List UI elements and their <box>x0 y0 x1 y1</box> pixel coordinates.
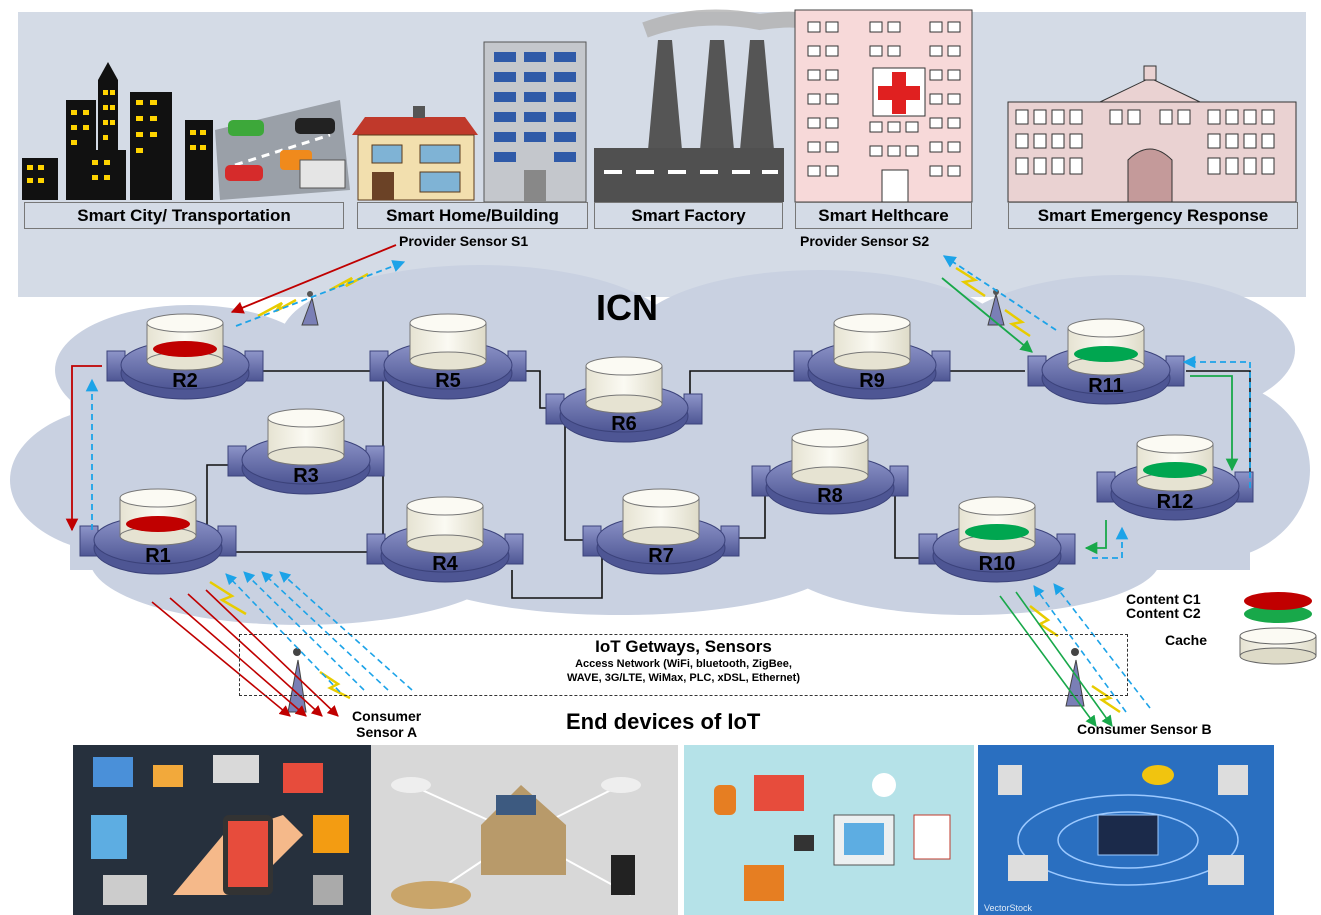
vectorstock-watermark: VectorStock <box>984 903 1033 913</box>
consumer-b-wireless <box>999 583 1151 727</box>
domain-smart-home: Smart Home/Building <box>357 202 588 229</box>
router-r9: R9 <box>793 313 951 400</box>
provider-s2-wireless <box>941 255 1057 353</box>
cached-content-c2 <box>1143 462 1207 478</box>
router-r6: R6 <box>545 356 703 443</box>
router-label: R12 <box>1157 491 1194 513</box>
legend-cache: Cache <box>1165 632 1208 648</box>
link-r6-r7 <box>564 408 590 541</box>
router-label: R4 <box>432 553 458 575</box>
gateway-title: IoT Getways, Sensors <box>595 637 772 656</box>
gateway-access-line2: WAVE, 3G/LTE, WiMax, PLC, xDSL, Ethernet… <box>567 672 800 684</box>
router-r11: R11 <box>1027 318 1185 405</box>
router-r2: R2 <box>106 313 264 400</box>
router-label: R9 <box>859 370 885 392</box>
legend-content-c2: Content C2 <box>1126 605 1201 621</box>
router-label: R6 <box>611 413 637 435</box>
router-r4: R4 <box>366 496 524 583</box>
icn-title: ICN <box>596 287 658 328</box>
link-r4-r7 <box>511 540 603 599</box>
iot-devices-photo-2 <box>371 745 678 915</box>
cached-content-c2 <box>1074 346 1138 362</box>
smart-building-illustration <box>483 41 587 203</box>
provider-sensor-s2-label: Provider Sensor S2 <box>800 233 930 249</box>
router-r3: R3 <box>227 408 385 495</box>
smart-city-illustration <box>22 62 350 200</box>
link-r7-r8 <box>738 490 766 539</box>
router-label: R10 <box>979 553 1016 575</box>
end-devices-title: End devices of IoT <box>566 709 761 734</box>
cached-content-c2 <box>965 524 1029 540</box>
router-r12: R12 <box>1096 434 1254 521</box>
link-r8-r10 <box>894 496 925 559</box>
gateway-access-line1: Access Network (WiFi, bluetooth, ZigBee, <box>575 658 792 670</box>
provider-s1-wireless <box>230 244 406 327</box>
router-label: R8 <box>817 485 843 507</box>
router-label: R2 <box>172 370 198 392</box>
cached-content-c1 <box>153 341 217 357</box>
router-label: R11 <box>1088 375 1124 397</box>
smart-emergency-illustration <box>1007 65 1297 203</box>
router-r7: R7 <box>582 488 740 575</box>
domain-smart-factory: Smart Factory <box>594 202 783 229</box>
router-r5: R5 <box>369 313 527 400</box>
legend-content-c1: Content C1 <box>1126 591 1201 607</box>
link-r11-r12 <box>1186 370 1251 488</box>
iot-devices-photo-1 <box>73 745 371 915</box>
consumer-sensor-b-label: Consumer Sensor B <box>1077 721 1212 737</box>
router-label: R1 <box>145 545 171 567</box>
router-label: R7 <box>648 545 674 567</box>
iot-devices-photo-3 <box>684 745 974 915</box>
router-label: R3 <box>293 465 319 487</box>
cached-content-c1 <box>126 516 190 532</box>
domain-smart-healthcare: Smart Helthcare <box>795 202 972 229</box>
router-label: R5 <box>435 370 461 392</box>
provider-sensor-s1-label: Provider Sensor S1 <box>399 233 529 249</box>
consumer-sensor-a-label: Consumer Sensor A <box>352 708 422 740</box>
smart-home-illustration <box>352 106 478 201</box>
interest-data-paths <box>65 355 1251 559</box>
iot-gateway-box: IoT Getways, Sensors Access Network (WiF… <box>239 634 1128 696</box>
iot-devices-photo-4: VectorStock <box>978 745 1274 915</box>
domain-smart-city: Smart City/ Transportation <box>24 202 344 229</box>
domain-smart-emergency: Smart Emergency Response <box>1008 202 1298 229</box>
router-r1: R1 <box>79 488 237 575</box>
smart-hospital-illustration <box>794 9 973 203</box>
legend-symbols <box>1239 592 1317 665</box>
router-r8: R8 <box>751 428 909 515</box>
router-r10: R10 <box>918 496 1076 583</box>
